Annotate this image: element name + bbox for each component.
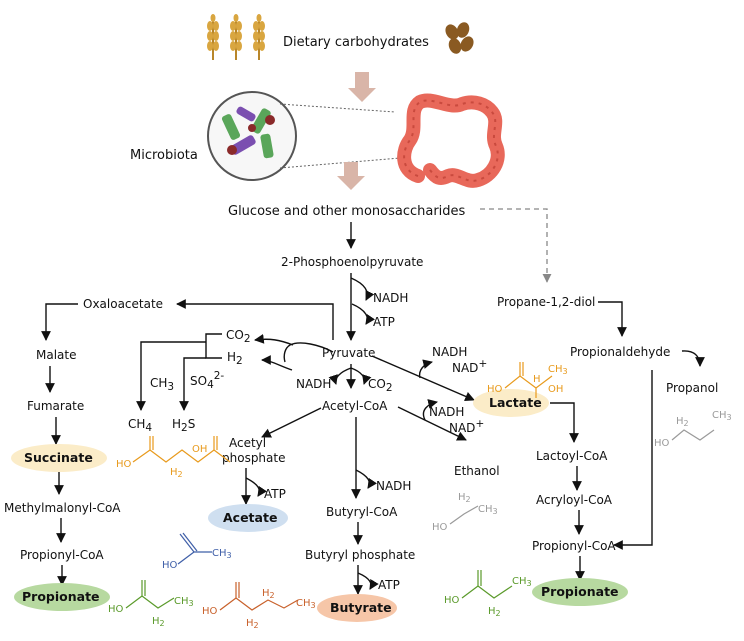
ethanol-structure bbox=[449, 505, 479, 525]
propr-ho: HO bbox=[444, 595, 460, 606]
fumarate-node: Fumarate bbox=[27, 399, 84, 413]
but-ch3: CH3 bbox=[296, 598, 316, 610]
nadh-eth: NADH bbox=[429, 405, 464, 419]
but-ho: HO bbox=[202, 606, 218, 617]
lactoyl-node: Lactoyl-CoA bbox=[536, 449, 608, 463]
pep-node: 2-Phosphoenolpyruvate bbox=[281, 255, 423, 269]
propionate-left-badge bbox=[14, 583, 110, 611]
propionate-right-node: Propionate bbox=[541, 584, 619, 599]
prop-ch3: CH3 bbox=[174, 596, 194, 608]
succ-ho: HO bbox=[116, 459, 132, 470]
propr-h2: H2 bbox=[488, 606, 501, 618]
propionate-structure-left bbox=[125, 580, 175, 609]
lactate-structure bbox=[504, 362, 553, 398]
eth-ho: HO bbox=[432, 522, 448, 533]
butyrate-node: Butyrate bbox=[330, 600, 392, 615]
lac-ho: HO bbox=[487, 384, 503, 395]
lac-oh: OH bbox=[548, 384, 563, 395]
microbiota-label: Microbiota bbox=[130, 148, 198, 163]
acetate-badge bbox=[208, 504, 288, 532]
lactate-badge bbox=[473, 389, 549, 417]
colon-icon bbox=[397, 93, 505, 188]
but-h2a: H2 bbox=[246, 618, 259, 630]
butyrate-structure bbox=[219, 582, 299, 611]
eth-ch3: CH3 bbox=[478, 504, 498, 516]
nadh-pyr: NADH bbox=[296, 377, 331, 391]
propionate-structure-right bbox=[461, 570, 513, 599]
acetyl-phosphate-node-2: phosphate bbox=[222, 451, 285, 465]
methylmalonyl-node: Methylmalonyl-CoA bbox=[4, 501, 121, 515]
succinate-node: Succinate bbox=[24, 450, 93, 465]
atp-acetate: ATP bbox=[264, 487, 286, 501]
propionyl-left-node: Propionyl-CoA bbox=[20, 548, 104, 562]
malate-node: Malate bbox=[36, 348, 76, 362]
eth-h2: H2 bbox=[458, 492, 471, 504]
microbiota-icon bbox=[207, 91, 297, 181]
so4-label: SO42- bbox=[190, 370, 224, 391]
ch4-label: CH4 bbox=[128, 417, 152, 434]
co2-pyr: CO2 bbox=[368, 377, 393, 394]
nadh-lactate: NADH bbox=[432, 345, 467, 359]
nadh-butyryl: NADH bbox=[376, 479, 411, 493]
ethanol-node: Ethanol bbox=[454, 464, 500, 478]
ch3-label: CH3 bbox=[150, 376, 174, 393]
butyrate-badge bbox=[317, 594, 397, 622]
lactate-node: Lactate bbox=[489, 395, 542, 410]
propr-ch3: CH3 bbox=[512, 576, 532, 588]
atp-pep: ATP bbox=[373, 315, 395, 329]
pyruvate-node: Pyruvate bbox=[322, 346, 375, 360]
h2s-label: H2S bbox=[172, 417, 195, 434]
acetyl-phosphate-node-1: Acetyl bbox=[229, 436, 266, 450]
wheat-icon bbox=[207, 14, 265, 60]
glucose-label: Glucose and other monosaccharides bbox=[228, 204, 466, 219]
big-arrow-1 bbox=[348, 72, 376, 102]
pol-ho: HO bbox=[654, 438, 670, 449]
dietary-carbohydrates-label: Dietary carbohydrates bbox=[283, 35, 429, 50]
pol-h2: H2 bbox=[676, 416, 689, 428]
succ-h2: H2 bbox=[170, 467, 183, 479]
propionate-right-badge bbox=[532, 578, 628, 606]
acryloyl-node: Acryloyl-CoA bbox=[536, 493, 613, 507]
nad-eth: NAD+ bbox=[449, 418, 484, 435]
nadh-pep: NADH bbox=[373, 291, 408, 305]
lac-h: H bbox=[533, 374, 541, 385]
propionyl-right-node: Propionyl-CoA bbox=[532, 539, 616, 553]
propanol-structure bbox=[671, 429, 715, 441]
prop-h2: H2 bbox=[152, 616, 165, 628]
acetate-node: Acetate bbox=[223, 510, 277, 525]
coffee-beans-icon bbox=[445, 22, 474, 54]
atp-butyrate: ATP bbox=[378, 578, 400, 592]
succinate-structure bbox=[132, 436, 231, 463]
pol-ch3: CH3 bbox=[712, 410, 732, 422]
co2-gas: CO2 bbox=[226, 328, 251, 345]
acetate-structure bbox=[177, 532, 212, 565]
propanol-node: Propanol bbox=[666, 381, 718, 395]
ace-ho: HO bbox=[162, 560, 178, 571]
propionaldehyde-node: Propionaldehyde bbox=[570, 345, 670, 359]
oxaloacetate-node: Oxaloacetate bbox=[83, 297, 163, 311]
succ-oh: OH bbox=[192, 444, 207, 455]
ace-ch3: CH3 bbox=[212, 548, 232, 560]
but-h2b: H2 bbox=[262, 588, 275, 600]
succinate-badge bbox=[11, 444, 107, 472]
h2-gas: H2 bbox=[227, 350, 243, 367]
acetyl-coa-node: Acetyl-CoA bbox=[322, 399, 388, 413]
big-arrow-2 bbox=[337, 162, 365, 190]
nad-lactate: NAD+ bbox=[452, 358, 487, 375]
butyryl-coa-node: Butyryl-CoA bbox=[326, 505, 398, 519]
prop-ho: HO bbox=[108, 604, 124, 615]
propanediol-node: Propane-1,2-diol bbox=[497, 295, 595, 309]
propionate-left-node: Propionate bbox=[22, 589, 100, 604]
butyryl-phosphate-node: Butyryl phosphate bbox=[305, 548, 415, 562]
lac-ch3: CH3 bbox=[548, 364, 568, 376]
